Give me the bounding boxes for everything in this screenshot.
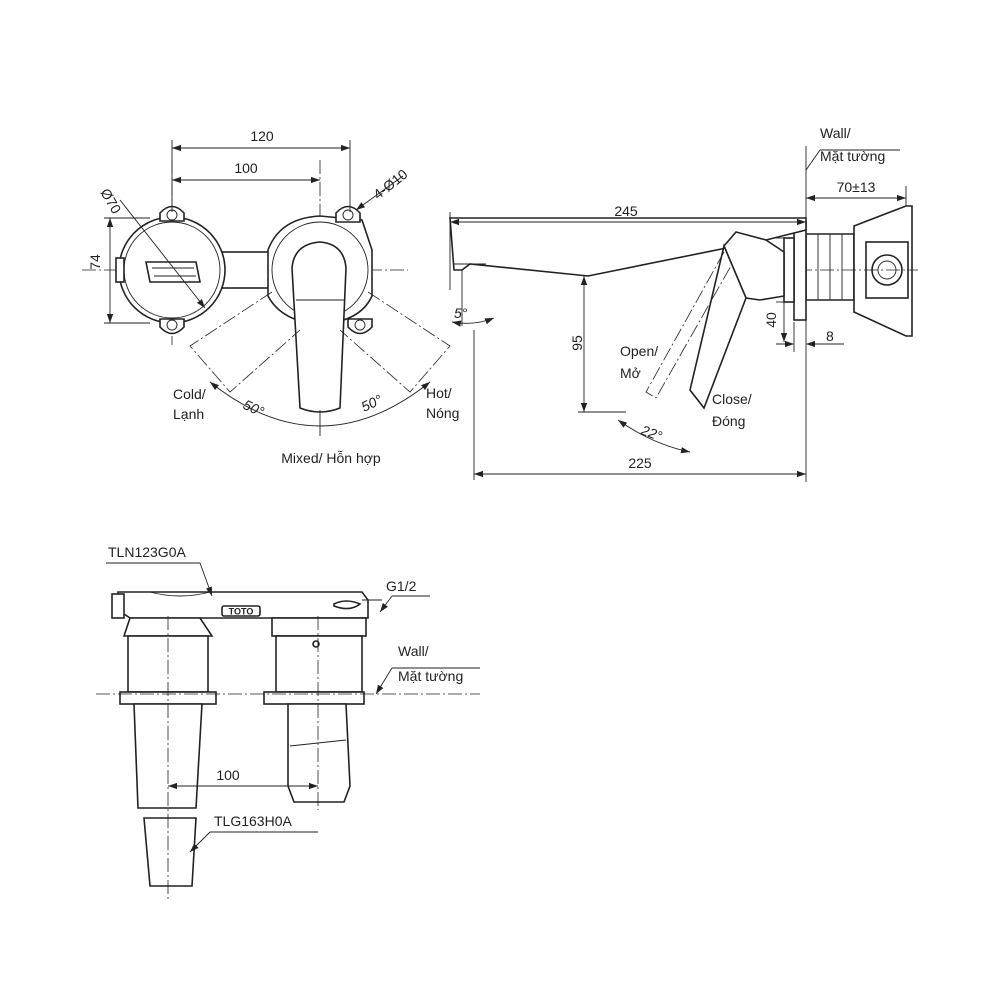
dim-4phi10-label: 4-Ø10 — [370, 166, 411, 203]
right-bottom-ear — [347, 318, 373, 335]
dim-8-label: 8 — [826, 328, 834, 344]
top-spout-end — [111, 593, 125, 619]
side-view: Wall/ Mặt tường 70±13 245 5° — [449, 125, 918, 482]
wall-label-line2: Mặt tường — [820, 148, 885, 164]
hot-handle-phantom — [339, 291, 451, 393]
lever-handle-open-phantom — [645, 251, 733, 399]
cold-label-line1: Cold/ — [173, 386, 206, 402]
top-wall-leader — [375, 667, 393, 695]
top-view: TOTO TLN123G0A G1/2 Wall/ Mặt tường 10 — [96, 544, 480, 900]
right-top-ear-hole — [342, 209, 354, 221]
part-bottom-label: TLG163H0A — [214, 813, 292, 829]
dim-5deg-label: 5° — [454, 305, 468, 321]
top-wall-label-line2: Mặt tường — [398, 668, 463, 684]
inwall-body-lines — [817, 234, 843, 300]
top-dim-100-label: 100 — [216, 767, 240, 783]
angle-22-label: 22° — [638, 421, 665, 444]
hot-label-line1: Hot/ — [426, 385, 452, 401]
right-top-ear — [335, 205, 361, 223]
dim-100-label: 100 — [234, 160, 258, 176]
front-view: 120 100 Ø70 4-Ø10 74 50° 50° Cold/ Lạnh … — [82, 128, 459, 466]
dim-70-13-label: 70±13 — [837, 179, 876, 195]
lever-handle-closed — [689, 243, 747, 410]
dim-40-label: 40 — [763, 312, 779, 328]
right-body-screw — [312, 640, 320, 648]
wall-plate — [793, 221, 807, 321]
toto-logo: TOTO — [229, 607, 254, 617]
left-bottom-ear-hole — [166, 319, 178, 331]
left-top-ear — [159, 205, 185, 222]
wall-label-line1: Wall/ — [820, 125, 851, 141]
right-inwall-handle — [287, 703, 351, 803]
top-aerator — [333, 600, 362, 610]
toto-badge — [221, 605, 261, 617]
cold-label-line2: Lạnh — [173, 406, 204, 422]
wall-plate-inner — [783, 237, 795, 303]
top-wall-label-line1: Wall/ — [398, 643, 429, 659]
wall-leader — [805, 149, 821, 171]
dim-245-label: 245 — [614, 203, 638, 219]
dim-120-label: 120 — [250, 128, 274, 144]
angle-right-label: 50° — [359, 391, 385, 415]
mixed-label: Mixed/ Hỗn hợp — [281, 450, 381, 466]
left-inwall-lower — [143, 817, 197, 887]
thread-leader — [379, 595, 393, 613]
part-top-leader — [199, 562, 213, 597]
part-bottom-leader — [189, 831, 211, 853]
open-label-line1: Open/ — [620, 343, 658, 359]
dim-74-label: 74 — [87, 254, 103, 270]
angle-22-arc — [617, 419, 691, 454]
dim-phi70-label: Ø70 — [97, 186, 124, 217]
dim-95-label: 95 — [569, 335, 585, 351]
angle-left-label: 50° — [241, 396, 267, 420]
open-label-line2: Mở — [620, 365, 641, 381]
left-bottom-ear — [159, 318, 185, 335]
right-bottom-ear-hole — [354, 319, 366, 331]
dim-4phi10-leader — [355, 175, 404, 211]
thread-label: G1/2 — [386, 578, 417, 594]
top-spout-curve — [149, 591, 211, 597]
dim-5deg-arc — [451, 317, 495, 327]
left-diverter-slot — [145, 261, 201, 283]
dim-225-label: 225 — [628, 455, 652, 471]
left-side-tab — [115, 257, 125, 283]
close-label-line1: Close/ — [712, 391, 752, 407]
right-cap — [271, 617, 367, 637]
hot-label-line2: Nóng — [426, 405, 459, 421]
close-label-line2: Đóng — [712, 413, 745, 429]
part-top-label: TLN123G0A — [108, 544, 186, 560]
handle-lever — [291, 241, 347, 413]
cold-handle-phantom — [189, 291, 301, 393]
